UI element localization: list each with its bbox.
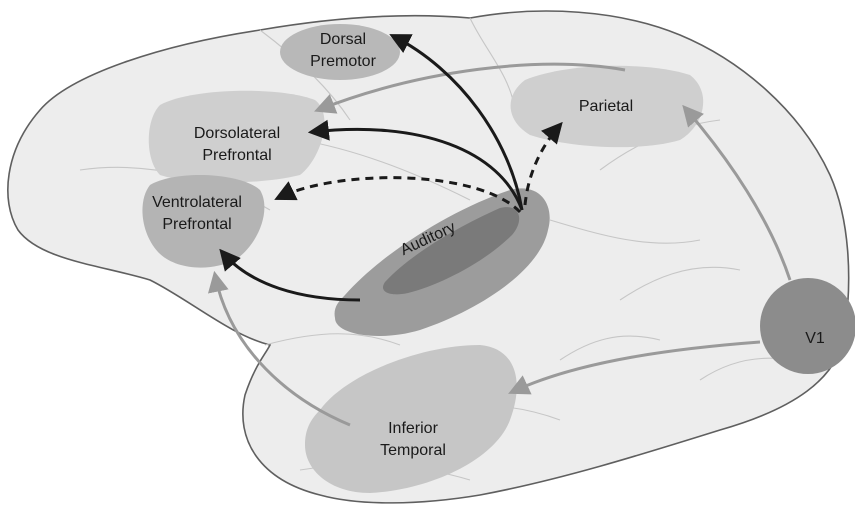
parietal-label: Parietal	[579, 98, 633, 115]
dorsolateral-prefrontal-label-line2: Prefrontal	[202, 147, 271, 164]
inferior-temporal-label-line2: Temporal	[380, 442, 446, 459]
dorsal-premotor-label: Dorsal	[320, 31, 366, 48]
dorsolateral-prefrontal-label: Dorsolateral	[194, 125, 280, 142]
dorsal-premotor-label-line2: Premotor	[310, 53, 376, 70]
v1-label: V1	[805, 330, 825, 347]
ventrolateral-prefrontal-label-line2: Prefrontal	[162, 216, 231, 233]
inferior-temporal-label: Inferior	[388, 420, 438, 437]
v1-region	[760, 278, 855, 374]
ventrolateral-prefrontal-label: Ventrolateral	[152, 194, 242, 211]
